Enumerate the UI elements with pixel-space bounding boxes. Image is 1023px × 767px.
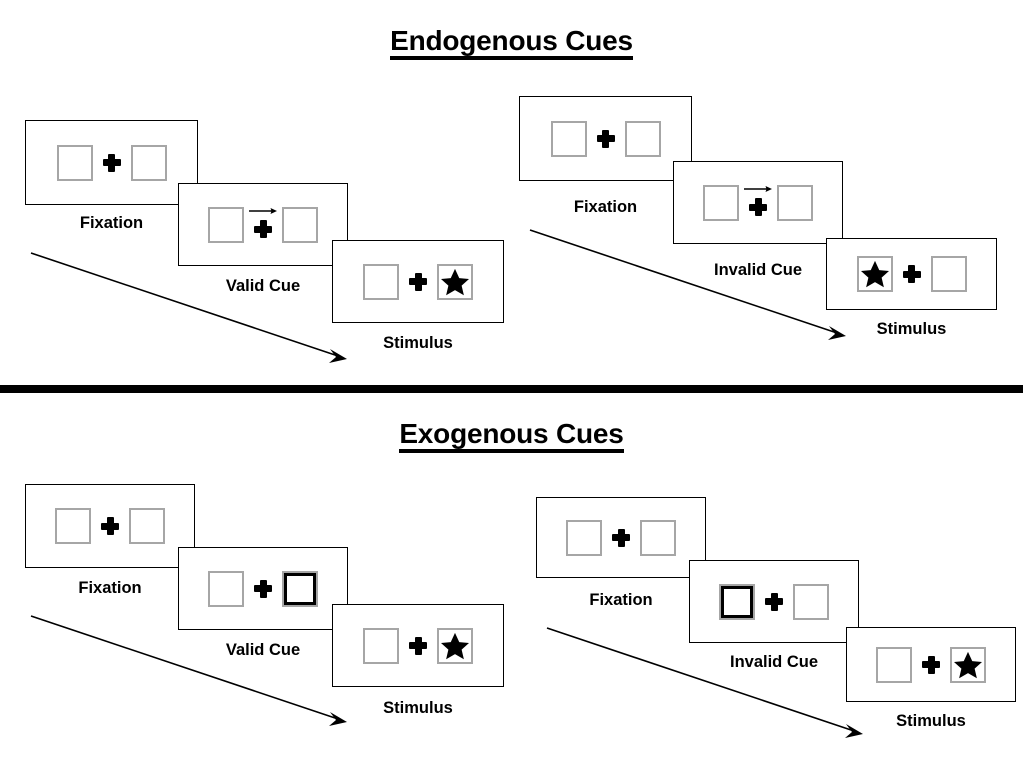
section-title-endogenous: Endogenous Cues (0, 25, 1023, 61)
star-icon (860, 260, 889, 288)
left-placeholder-box (208, 570, 244, 607)
frame-content (56, 144, 167, 181)
right-placeholder-box (130, 144, 167, 181)
frame-exo-valid-cue (178, 547, 348, 630)
plus-icon (102, 153, 122, 173)
frame-content (55, 508, 165, 544)
right-placeholder-box-cued (282, 570, 318, 607)
caption-endo-invalid-cue: Invalid Cue (713, 261, 803, 279)
plus-icon (408, 636, 428, 656)
plus-icon (596, 129, 616, 149)
left-placeholder-box (703, 184, 739, 221)
left-placeholder-box-cued (719, 583, 755, 620)
frame-content (363, 627, 473, 664)
right-placeholder-box (930, 256, 967, 292)
frame-content (703, 184, 813, 221)
frame-content (566, 519, 676, 556)
frame-content (856, 256, 967, 292)
section-title-exogenous: Exogenous Cues (0, 418, 1023, 454)
frame-content (876, 646, 986, 683)
left-placeholder-box (363, 627, 399, 664)
right-placeholder-box-with-star (950, 646, 986, 683)
right-placeholder-box (129, 508, 165, 544)
star-icon (441, 268, 469, 295)
arrow-right-icon (744, 186, 772, 192)
right-placeholder-box-with-star (437, 263, 473, 300)
section-title-endogenous-text: Endogenous Cues (390, 26, 633, 61)
section-title-exogenous-text: Exogenous Cues (399, 419, 624, 454)
left-placeholder-box-with-star (856, 256, 893, 292)
plus-icon (408, 272, 428, 292)
plus-icon (764, 592, 784, 612)
caption-exo-invalid-stimulus: Stimulus (896, 712, 966, 730)
caption-exo-invalid-fixation: Fixation (589, 591, 653, 609)
frame-content (208, 570, 318, 607)
frame-content (550, 120, 661, 157)
frame-exo-valid-fixation (25, 484, 195, 568)
caption-endo-valid-cue: Valid Cue (225, 277, 301, 295)
caption-endo-valid-stimulus: Stimulus (383, 334, 453, 352)
left-placeholder-box (363, 263, 399, 300)
frame-exo-valid-stimulus (332, 604, 504, 687)
plus-icon (100, 516, 120, 536)
plus-icon (921, 655, 941, 675)
left-placeholder-box (550, 120, 587, 157)
caption-endo-valid-fixation: Fixation (79, 214, 144, 232)
right-placeholder-box (282, 206, 318, 243)
plus-icon (611, 528, 631, 548)
arrow-right-icon (249, 208, 277, 214)
right-placeholder-box (640, 519, 676, 556)
frame-exo-invalid-stimulus (846, 627, 1016, 702)
frame-endo-invalid-cue (673, 161, 843, 244)
frame-content (208, 206, 318, 243)
star-icon (954, 651, 982, 678)
frame-endo-valid-stimulus (332, 240, 504, 323)
frame-endo-invalid-fixation (519, 96, 692, 181)
left-placeholder-box (56, 144, 93, 181)
plus-icon (249, 208, 277, 239)
caption-exo-valid-fixation: Fixation (78, 579, 142, 597)
frame-exo-invalid-cue (689, 560, 859, 643)
frame-content (719, 583, 829, 620)
left-placeholder-box (566, 519, 602, 556)
plus-icon (744, 186, 772, 217)
frame-content (363, 263, 473, 300)
left-placeholder-box (55, 508, 91, 544)
frame-endo-valid-cue (178, 183, 348, 266)
caption-exo-invalid-cue: Invalid Cue (729, 653, 819, 671)
caption-endo-invalid-stimulus: Stimulus (876, 320, 947, 338)
right-placeholder-box-with-star (437, 627, 473, 664)
caption-exo-valid-cue: Valid Cue (225, 641, 301, 659)
caption-exo-valid-stimulus: Stimulus (383, 699, 453, 717)
frame-endo-invalid-stimulus (826, 238, 997, 310)
right-placeholder-box (793, 583, 829, 620)
plus-icon (902, 264, 922, 284)
left-placeholder-box (876, 646, 912, 683)
frame-exo-invalid-fixation (536, 497, 706, 578)
right-placeholder-box (777, 184, 813, 221)
section-divider (0, 385, 1023, 393)
star-icon (441, 632, 469, 659)
plus-icon (253, 579, 273, 599)
right-placeholder-box (624, 120, 661, 157)
left-placeholder-box (208, 206, 244, 243)
frame-endo-valid-fixation (25, 120, 198, 205)
caption-endo-invalid-fixation: Fixation (573, 198, 638, 216)
